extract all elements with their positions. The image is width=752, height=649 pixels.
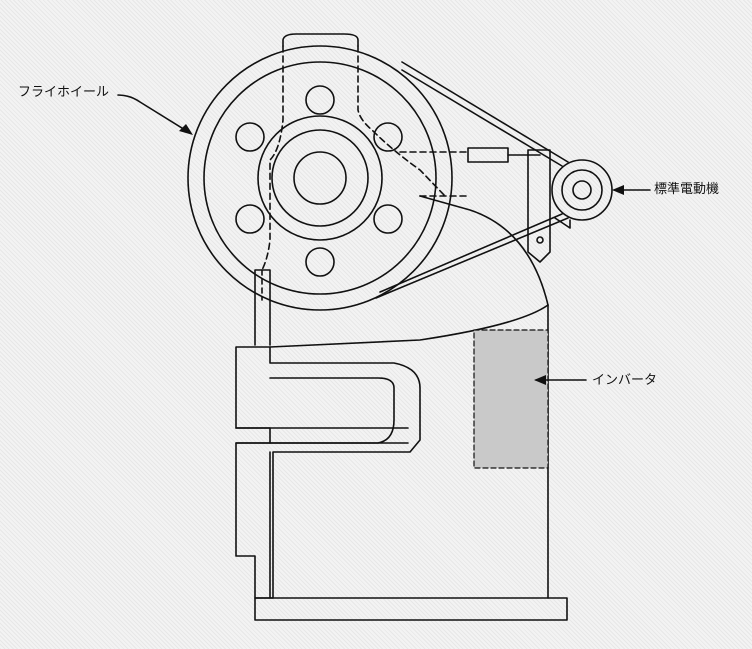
flywheel-bolt-2 [373, 122, 403, 152]
flywheel-label: フライホイール [18, 85, 110, 100]
flywheel-bolt-5 [235, 204, 265, 234]
motor-bracket [527, 149, 551, 263]
inverter-arrowhead [534, 375, 546, 385]
crown-cap [282, 33, 359, 47]
inverter-label: インバータ [592, 373, 658, 388]
shaft-coupling [467, 147, 509, 163]
flywheel-inner-rim [203, 61, 437, 295]
flywheel-hub-outer [257, 115, 383, 241]
press-frame [235, 346, 421, 599]
flywheel-arrowhead [179, 124, 193, 135]
base-plate [254, 597, 568, 621]
hidden-lines [261, 45, 469, 271]
belt-top-outer [401, 61, 569, 163]
flywheel-hub-inner [293, 151, 347, 205]
flywheel-outer [187, 45, 453, 311]
inverter-box [473, 329, 549, 469]
belt-bottom-inner [379, 213, 563, 293]
motor-pulley-outer [551, 159, 613, 221]
throat-opening [269, 377, 395, 444]
motor-label: 標準電動機 [654, 182, 720, 197]
motor-arrowhead [612, 185, 624, 195]
belt-bottom-outer [375, 217, 569, 299]
bracket-pin [536, 236, 544, 244]
flywheel-bolt-4 [305, 247, 335, 277]
flywheel-bolt-6 [235, 122, 265, 152]
flywheel-bolt-3 [373, 204, 403, 234]
flywheel-leader [117, 94, 191, 134]
flywheel-hub-mid [271, 129, 369, 227]
frame-head [269, 304, 549, 348]
motor-pulley-mid [561, 169, 603, 211]
belt-top-inner [401, 69, 563, 167]
motor-pulley-inner [572, 180, 592, 200]
flywheel-bolt-1 [305, 85, 335, 115]
